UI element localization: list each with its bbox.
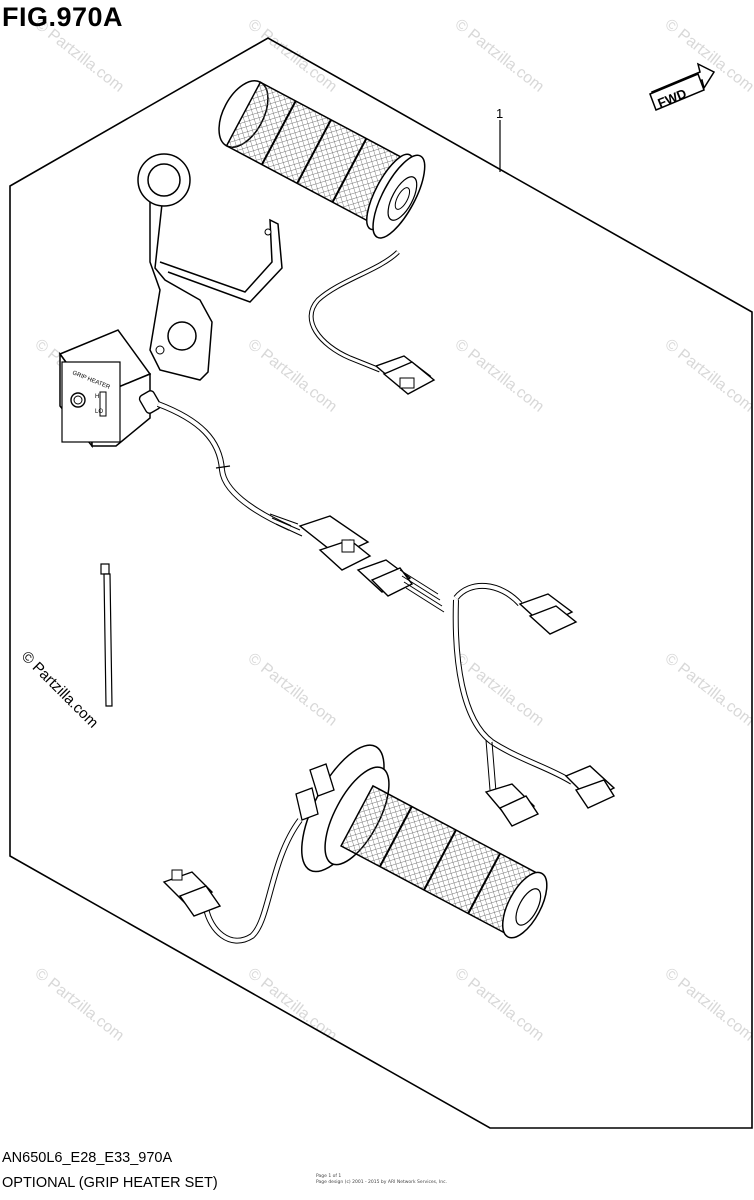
lower-grip-terminals — [295, 763, 335, 821]
switch-hi-label: HI — [95, 394, 101, 400]
callout-number: 1 — [496, 106, 503, 121]
fine-print-line: Page 1 of 1 — [316, 1174, 342, 1179]
lower-grip — [301, 744, 548, 939]
mounting-bracket — [137, 153, 283, 381]
switch-lo-label: LO — [95, 409, 103, 415]
fine-print: Page 1 of 1 Page design (c) 2001 - 2015 … — [316, 1174, 447, 1186]
cable-tie — [100, 563, 113, 707]
harness-connector-right — [518, 593, 578, 635]
fine-print-line: Page design (c) 2001 - 2015 by ARI Netwo… — [316, 1180, 447, 1185]
main-harness-connector — [356, 559, 445, 613]
harness-connector-lower — [484, 783, 540, 827]
fwd-arrow-icon: FWD — [649, 62, 716, 111]
upper-grip-connector — [374, 355, 436, 395]
kit-boundary — [9, 37, 753, 1129]
figure-caption: OPTIONAL (GRIP HEATER SET) — [2, 1175, 218, 1191]
upper-grip — [218, 80, 426, 239]
switch-harness-connector — [269, 513, 372, 571]
grip-heater-switch: GRIP HEATER HI LO — [58, 329, 162, 449]
figure-code: AN650L6_E28_E33_970A — [2, 1150, 173, 1166]
lower-grip-wire — [203, 818, 303, 944]
harness-connector-end — [564, 765, 616, 809]
upper-grip-wire — [308, 250, 400, 373]
figure-title: FIG.970A — [2, 2, 124, 32]
switch-harness — [156, 401, 292, 531]
lower-grip-connector — [162, 869, 222, 917]
